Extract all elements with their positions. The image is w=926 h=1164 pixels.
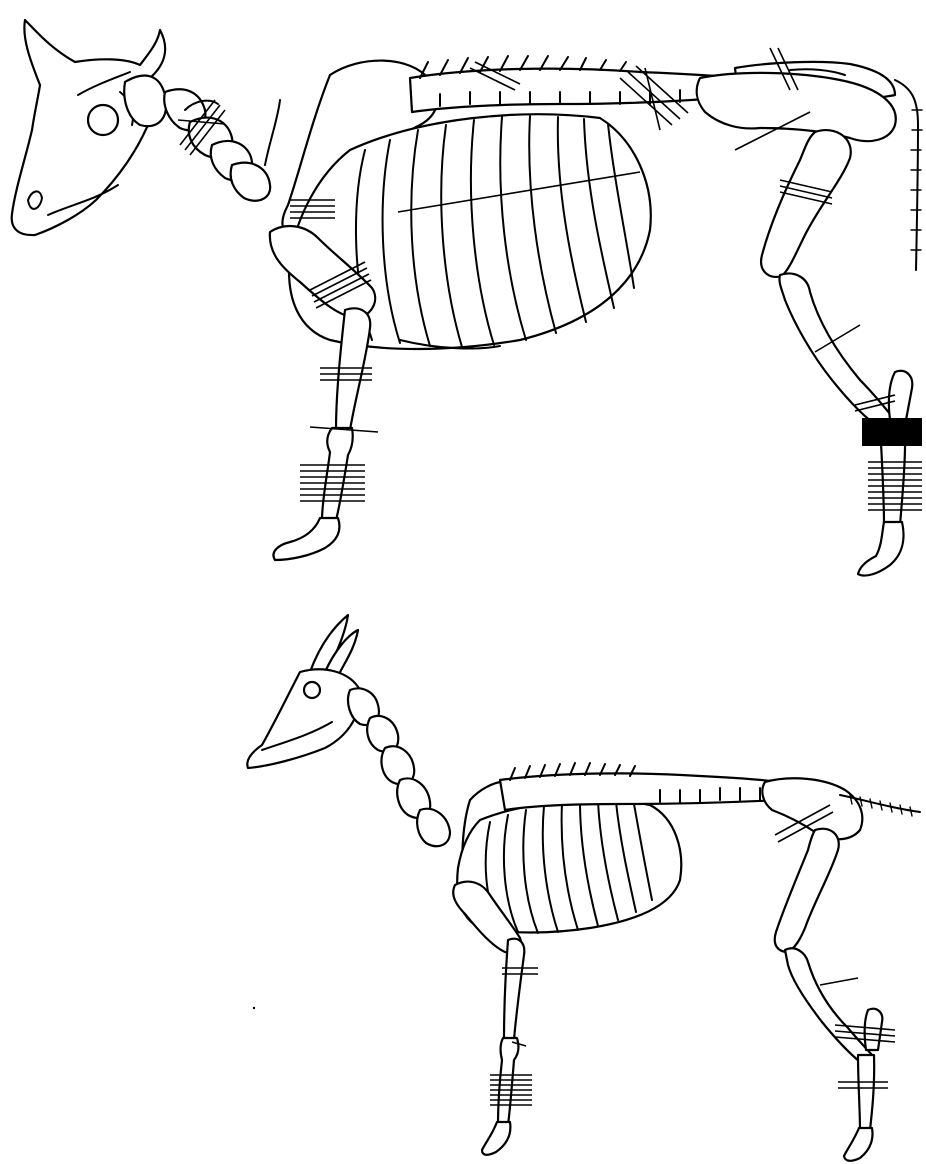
- gazelle-skull: [247, 615, 360, 768]
- cattle-hindleg: [761, 130, 912, 575]
- cattle-skeleton-icon: [12, 20, 922, 576]
- gazelle-cervical-vertebrae: [348, 688, 450, 846]
- gazelle-pelvis: [762, 778, 862, 839]
- gazelle-hindleg: [775, 829, 883, 1161]
- gazelle-spine: [500, 763, 780, 810]
- cattle-tail: [895, 80, 918, 270]
- cattle-skull: [12, 20, 165, 235]
- gazelle-skeleton-icon: [247, 615, 920, 1161]
- cattle-foreleg: [270, 226, 375, 560]
